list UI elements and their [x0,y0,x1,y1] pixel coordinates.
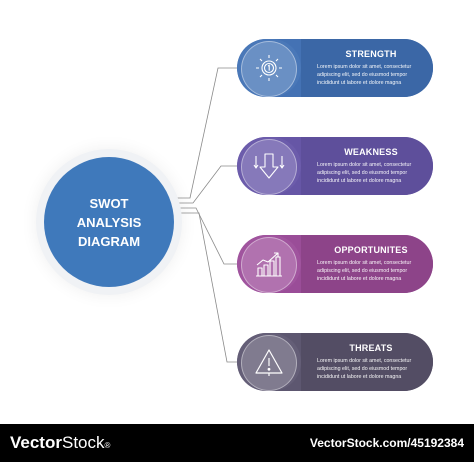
card-threats-title: THREATS [349,343,393,353]
card-weakness-title: WEAKNESS [344,147,398,157]
medal-icon [256,55,282,81]
card-weakness-body-line: incididunt ut labore et dolore magna [317,178,402,184]
registered-mark: ® [104,441,111,450]
center-circle: SWOT ANALYSIS DIAGRAM [44,157,174,287]
center-title-line-3: DIAGRAM [77,233,141,249]
card-threats: THREATS Lorem ipsum dolor sit amet, cons… [237,333,433,391]
card-opportunities-body-line: incididunt ut labore et dolore magna [317,276,402,282]
card-strength-title: STRENGTH [345,49,397,59]
connector-strength [174,67,237,199]
card-strength: STRENGTH Lorem ipsum dolor sit amet, con… [237,39,433,97]
diagram-canvas: SWOT ANALYSIS DIAGRAM STRENGTH Lorem ips… [44,39,433,391]
card-opportunities-panel: OPPORTUNITES Lorem ipsum dolor sit amet,… [301,235,433,293]
card-strength-body-line: adipiscing elit, sed do eiusmod tempor [317,72,408,78]
card-strength-body: Lorem ipsum dolor sit amet, consectetur … [317,63,425,87]
card-opportunities-title: OPPORTUNITES [334,245,408,255]
card-weakness-body: Lorem ipsum dolor sit amet, consectetur … [317,161,425,185]
card-threats-icon-area [237,333,301,391]
card-opportunities-body-line: Lorem ipsum dolor sit amet, consectetur [317,260,412,266]
card-strength-body-line: incididunt ut labore et dolore magna [317,80,402,86]
center-title: SWOT ANALYSIS DIAGRAM [54,194,164,251]
footer-bar: Vector Stock ® VectorStock.com/45192384 [0,424,474,462]
card-opportunities-body-line: adipiscing elit, sed do eiusmod tempor [317,268,408,274]
connector-lines [174,67,237,363]
card-threats-body-line: Lorem ipsum dolor sit amet, consectetur [317,358,412,364]
brand-logo-regular: Stock [61,433,105,452]
card-opportunities-icon-area [237,235,301,293]
card-weakness: WEAKNESS Lorem ipsum dolor sit amet, con… [237,137,433,195]
card-threats-panel: THREATS Lorem ipsum dolor sit amet, cons… [301,333,433,391]
center-title-line-2: ANALYSIS [76,214,142,230]
card-weakness-panel: WEAKNESS Lorem ipsum dolor sit amet, con… [301,137,433,195]
brand-logo-bold: Vector [10,433,62,452]
center-title-line-1: SWOT [89,195,129,211]
card-weakness-body-line: Lorem ipsum dolor sit amet, consectetur [317,162,412,168]
growth-chart-icon [256,252,282,277]
card-strength-body-line: Lorem ipsum dolor sit amet, consectetur [317,64,412,70]
connector-opportunities [174,207,237,265]
card-threats-body: Lorem ipsum dolor sit amet, consectetur … [317,357,425,381]
card-weakness-body-line: adipiscing elit, sed do eiusmod tempor [317,170,408,176]
connector-threats [174,212,237,363]
brand-logo: Vector Stock ® [10,433,110,453]
card-weakness-icon-area [237,137,301,195]
card-strength-panel: STRENGTH Lorem ipsum dolor sit amet, con… [301,39,433,97]
card-opportunities-body: Lorem ipsum dolor sit amet, consectetur … [317,259,425,283]
card-opportunities: OPPORTUNITES Lorem ipsum dolor sit amet,… [237,235,433,293]
stock-id: VectorStock.com/45192384 [309,436,464,450]
card-strength-icon-area [237,39,301,97]
card-threats-body-line: adipiscing elit, sed do eiusmod tempor [317,366,408,372]
down-arrows-icon [253,153,285,179]
warning-icon [255,349,283,376]
connector-weakness [174,165,237,204]
card-threats-body-line: incididunt ut labore et dolore magna [317,374,402,380]
